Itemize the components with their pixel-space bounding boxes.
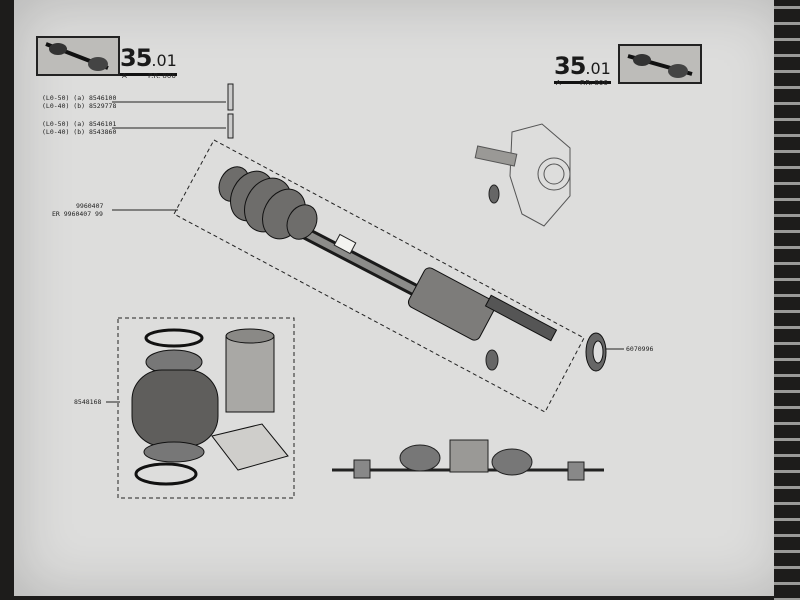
small-pin-upper bbox=[488, 184, 500, 204]
driveshaft-thumbnail-icon bbox=[618, 44, 702, 84]
exploded-diagram bbox=[106, 83, 624, 499]
boot-kit-contents bbox=[131, 328, 289, 486]
ref-seal: 6070996 bbox=[626, 345, 654, 353]
ref-pin-a2: (L0-50) (a) 8546101 bbox=[42, 120, 117, 128]
page-number-left: 35.01 bbox=[120, 44, 177, 76]
variant-left: A bbox=[122, 72, 127, 80]
steering-knuckle bbox=[474, 123, 571, 227]
catalog-page: 35.01 A P.R. 806 35.01 A P.R. 806 (L0-50… bbox=[14, 0, 790, 596]
driveshaft-overview bbox=[332, 439, 604, 481]
ref-pin-a1: (L0-50) (a) 8546100 bbox=[42, 94, 117, 102]
ref-pin-b2: (L0-40) (b) 8543860 bbox=[42, 128, 117, 136]
ref-pin-b1: (L0-40) (b) 8529778 bbox=[42, 102, 117, 110]
roll-pin-b bbox=[227, 113, 234, 139]
ref-boot-kit: 8548168 bbox=[74, 398, 102, 406]
pr-number-left: P.R. 806 bbox=[148, 72, 176, 80]
small-pin-lower bbox=[485, 349, 499, 371]
roll-pin-a bbox=[227, 83, 234, 111]
ref-shaft-2: ER 9960407 99 bbox=[52, 210, 103, 218]
variant-right: A bbox=[556, 79, 561, 87]
pr-number-right: P.R. 806 bbox=[580, 79, 608, 87]
ref-shaft-1: 9960407 bbox=[76, 202, 104, 210]
oil-seal bbox=[585, 332, 607, 372]
binder-spiral bbox=[774, 0, 800, 600]
driveshaft-thumbnail-icon bbox=[36, 36, 120, 76]
page-number-right: 35.01 bbox=[554, 52, 611, 84]
driveshaft bbox=[218, 166, 558, 342]
boot-kit-frame bbox=[117, 317, 295, 499]
